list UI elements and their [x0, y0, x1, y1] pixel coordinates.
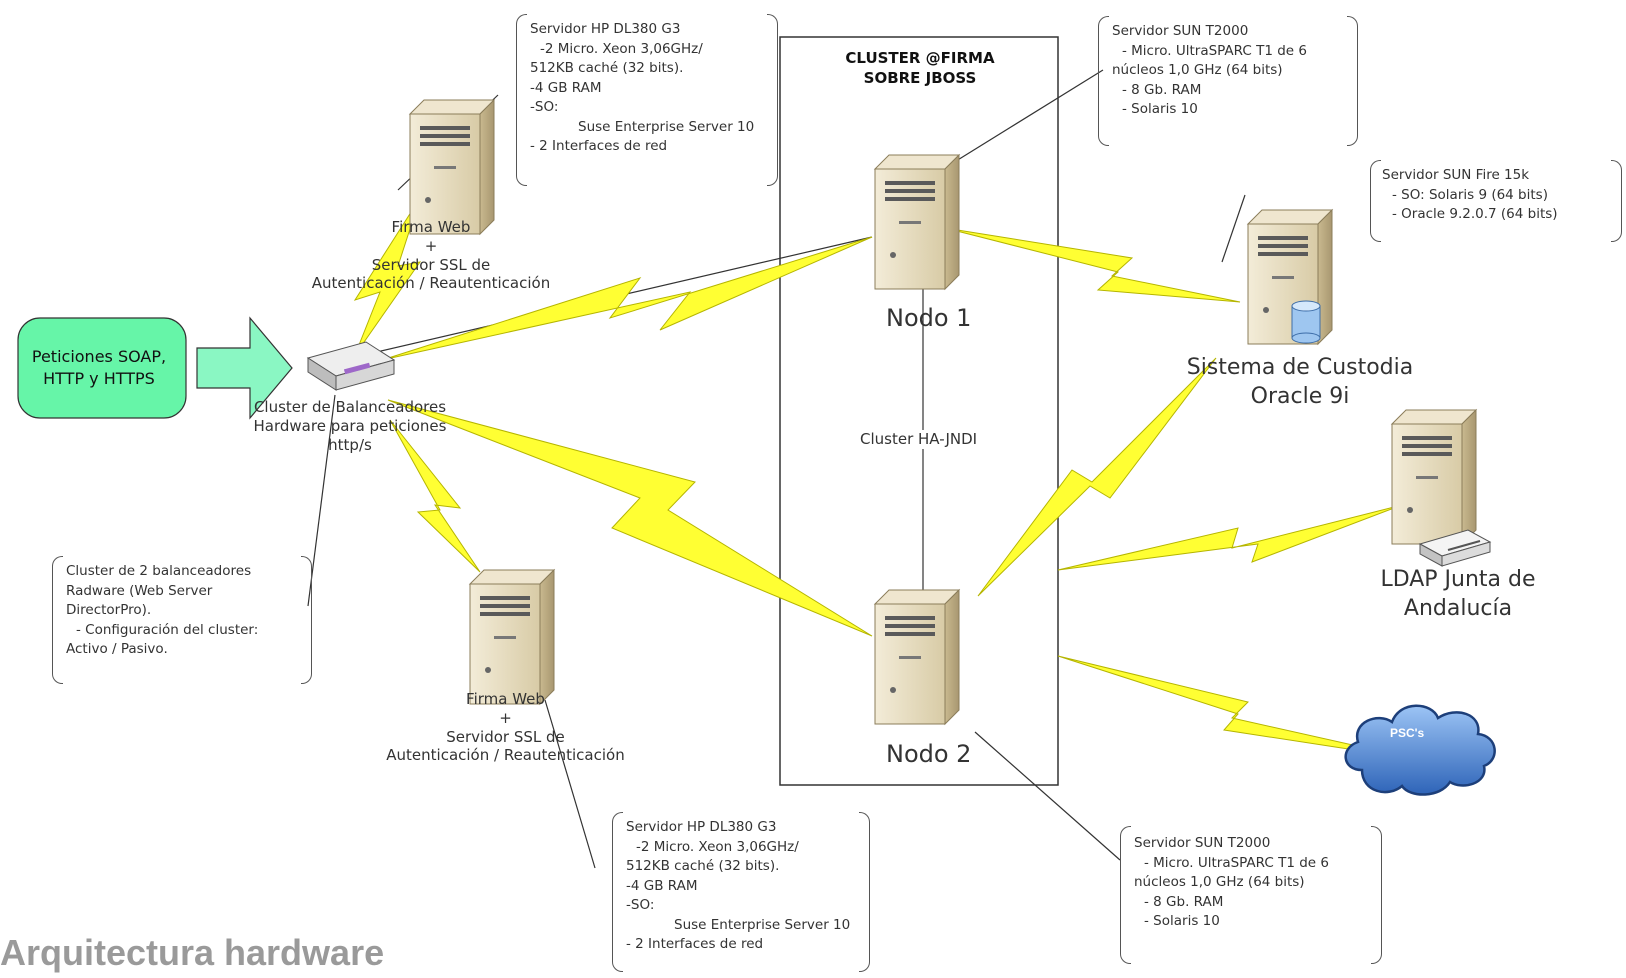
link-nodo1-custodia: [944, 227, 1241, 303]
spec-line: Suse Enterprise Server 10: [578, 118, 755, 135]
spec-line: Activo / Pasivo.: [66, 641, 168, 658]
firma-web-top-line4: Autenticación / Reautenticación: [311, 274, 551, 293]
requests-label: Peticiones SOAP, HTTP y HTTPS: [18, 318, 180, 418]
link-balancer-nodo2: [387, 399, 873, 637]
spec-line: 512KB caché (32 bits).: [530, 60, 684, 77]
link-balancer-nodo1: [381, 236, 873, 361]
spec-line: - 8 Gb. RAM: [1144, 893, 1224, 910]
firma-web-bottom-line2: +: [499, 708, 512, 727]
spec-line: - Micro. UltraSPARC T1 de 6: [1144, 854, 1329, 871]
request-arrow: [196, 316, 293, 420]
spec-line: -SO:: [530, 99, 559, 116]
server-nodo1: [874, 154, 960, 290]
requests-label-line1: Peticiones SOAP,: [31, 347, 167, 367]
spec-line: DirectorPro).: [66, 602, 152, 619]
spec-line: Servidor SUN T2000: [1134, 835, 1271, 851]
firma-web-top-line3: Servidor SSL de: [371, 255, 491, 274]
database-icon: [1291, 300, 1321, 344]
requests-label-line2: HTTP y HTTPS: [43, 369, 155, 388]
custodia-label: Sistema de Custodia Oracle 9i: [1170, 354, 1430, 411]
spec-line: - SO: Solaris 9 (64 bits): [1392, 186, 1548, 203]
switch-icon: [1418, 529, 1492, 567]
network-links: [353, 197, 1421, 761]
spec-line: Suse Enterprise Server 10: [674, 916, 851, 933]
spec-line: Servidor HP DL380 G3: [530, 21, 681, 37]
spec-line: -SO:: [626, 897, 655, 914]
balancer-label: Cluster de Balanceadores Hardware para p…: [240, 398, 460, 454]
psc-cloud-icon: [1344, 704, 1496, 796]
spec-line: - Solaris 10: [1122, 101, 1198, 118]
ldap-label-line1: LDAP Junta de: [1380, 567, 1536, 592]
spec-line: - 2 Interfaces de red: [530, 138, 668, 155]
spec-line: Radware (Web Server: [66, 582, 213, 599]
firma-web-top-line1: Firma Web: [391, 218, 471, 236]
nodo1-label: Nodo 1: [886, 304, 972, 332]
custodia-label-line1: Sistema de Custodia: [1186, 355, 1414, 380]
firma-web-top-line2: +: [424, 236, 438, 255]
spec-line: Servidor SUN Fire 15k: [1382, 167, 1530, 183]
spec-line: - Micro. UltraSPARC T1 de 6: [1122, 42, 1307, 59]
spec-line: -4 GB RAM: [626, 877, 698, 894]
page-title: Arquitectura hardware: [0, 932, 385, 973]
spec-firma-web-top: Servidor HP DL380 G3 -2 Micro. Xeon 3,06…: [516, 14, 778, 186]
server-ldap: [1391, 409, 1477, 545]
firma-web-bottom-line1: Firma Web: [466, 690, 545, 708]
spec-line: núcleos 1,0 GHz (64 bits): [1134, 874, 1305, 891]
spec-line: 512KB caché (32 bits).: [626, 858, 780, 875]
spec-line: -2 Micro. Xeon 3,06GHz/: [540, 40, 703, 57]
cluster-box: [779, 36, 1059, 786]
cluster-title: CLUSTER @FIRMA SOBRE JBOSS: [800, 48, 1040, 89]
spec-line: -2 Micro. Xeon 3,06GHz/: [636, 838, 799, 855]
server-firma-web-bottom: [469, 569, 555, 705]
spec-line: - Solaris 10: [1144, 913, 1220, 930]
spec-custodia: Servidor SUN Fire 15k - SO: Solaris 9 (6…: [1370, 160, 1622, 242]
psc-label: PSC's: [1390, 726, 1425, 740]
request-box: [17, 317, 187, 419]
link-cluster-ldap: [1057, 504, 1403, 571]
firma-web-bottom-line4: Autenticación / Reautenticación: [386, 746, 625, 765]
balancer-label-line1: Cluster de Balanceadores: [253, 398, 447, 416]
spec-line: - Oracle 9.2.0.7 (64 bits): [1392, 206, 1558, 223]
balancer-device: [306, 341, 396, 391]
ldap-label: LDAP Junta de Andalucía: [1358, 566, 1558, 623]
spec-line: - 8 Gb. RAM: [1122, 81, 1202, 98]
spec-line: - Configuración del cluster:: [76, 621, 259, 638]
cluster-title-line1: CLUSTER @FIRMA: [845, 49, 995, 67]
server-nodo2: [874, 589, 960, 725]
link-nodo2-custodia: [977, 357, 1217, 597]
spec-line: Servidor SUN T2000: [1112, 23, 1249, 39]
nodo2-label: Nodo 2: [886, 740, 972, 768]
spec-line: Cluster de 2 balanceadores: [66, 563, 252, 579]
spec-firma-web-bottom: Servidor HP DL380 G3 -2 Micro. Xeon 3,06…: [612, 812, 870, 972]
spec-line: núcleos 1,0 GHz (64 bits): [1112, 62, 1283, 79]
balancer-label-line3: http/s: [328, 435, 372, 454]
custodia-label-line2: Oracle 9i: [1250, 383, 1350, 409]
spec-line: - 2 Interfaces de red: [626, 936, 764, 953]
firma-web-bottom-line3: Servidor SSL de: [446, 727, 565, 746]
spec-nodo2: Servidor SUN T2000 - Micro. UltraSPARC T…: [1120, 826, 1382, 964]
firma-web-top-label: Firma Web + Servidor SSL de Autenticació…: [306, 218, 556, 293]
spec-balancer: Cluster de 2 balanceadores Radware (Web …: [52, 556, 312, 684]
balancer-label-line2: Hardware para peticiones: [253, 416, 447, 435]
cluster-title-line2: SOBRE JBOSS: [863, 69, 977, 88]
spec-nodo1: Servidor SUN T2000 - Micro. UltraSPARC T…: [1098, 16, 1358, 146]
firma-web-bottom-label: Firma Web + Servidor SSL de Autenticació…: [378, 690, 633, 765]
spec-line: Servidor HP DL380 G3: [626, 819, 777, 835]
spec-line: -4 GB RAM: [530, 79, 602, 96]
cluster-ha-label: Cluster HA-JNDI: [858, 430, 980, 449]
server-firma-web-top: [409, 99, 495, 235]
link-balancer-firmabottom: [389, 419, 481, 573]
ldap-label-line2: Andalucía: [1403, 595, 1513, 621]
